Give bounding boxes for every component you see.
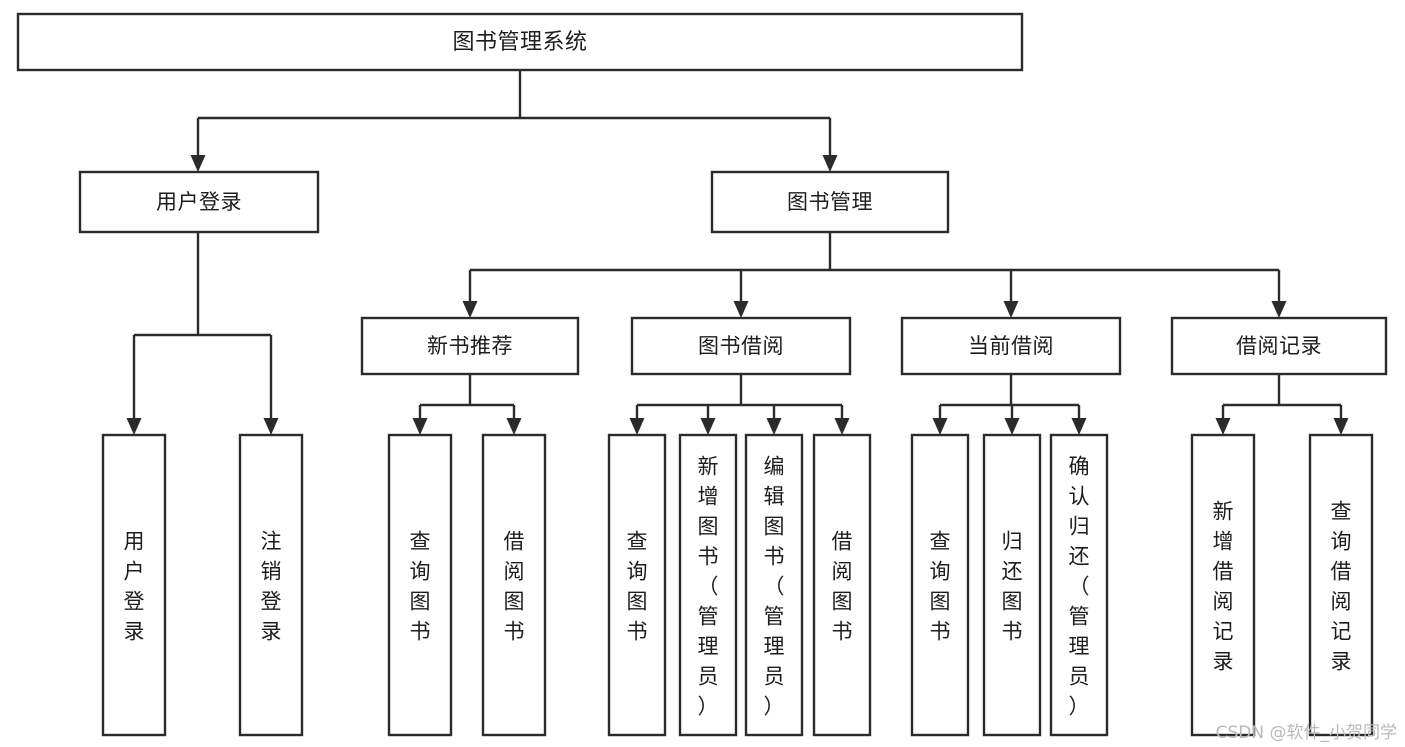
node-leaf-add-record[interactable]: 新增借阅记录 bbox=[1190, 433, 1256, 737]
arrow-leaf-query-record-head bbox=[1333, 418, 1349, 435]
arrow-leaf-query-book-1-head bbox=[412, 418, 428, 435]
node-box-leaf-borrow-book-1[interactable] bbox=[481, 433, 547, 737]
route-user-login bbox=[134, 232, 271, 337]
node-label-leaf-query-book-1: 查询图书 bbox=[410, 529, 431, 643]
node-label-leaf-user-login: 用户登录 bbox=[124, 529, 145, 643]
node-leaf-query-book-1[interactable]: 查询图书 bbox=[387, 433, 453, 737]
arrow-layer bbox=[126, 118, 1349, 435]
node-label-leaf-query-book-3: 查询图书 bbox=[930, 529, 951, 643]
node-box-leaf-user-login[interactable] bbox=[101, 433, 167, 737]
arrow-leaf-add-record-head bbox=[1215, 418, 1231, 435]
node-leaf-user-login[interactable]: 用户登录 bbox=[101, 433, 167, 737]
node-label-leaf-return-book: 归还图书 bbox=[1002, 529, 1023, 643]
arrow-current-borrow-head bbox=[1003, 301, 1019, 318]
arrow-book-borrow-head bbox=[733, 301, 749, 318]
route-borrow-record bbox=[1223, 374, 1341, 407]
node-label-book-borrow: 图书借阅 bbox=[698, 334, 784, 358]
node-box-leaf-edit-book[interactable] bbox=[744, 433, 804, 737]
node-box-leaf-logout[interactable] bbox=[238, 433, 304, 737]
node-box-book-borrow[interactable] bbox=[630, 316, 852, 376]
route-book-borrow bbox=[637, 374, 842, 407]
node-label-borrow-record: 借阅记录 bbox=[1236, 334, 1322, 358]
node-box-current-borrow[interactable] bbox=[900, 316, 1122, 376]
node-box-leaf-query-book-3[interactable] bbox=[910, 433, 970, 737]
node-label-book-manage: 图书管理 bbox=[787, 190, 873, 214]
node-label-leaf-borrow-book-2: 借阅图书 bbox=[832, 529, 853, 643]
node-leaf-logout[interactable]: 注销登录 bbox=[238, 433, 304, 737]
node-box-leaf-return-book[interactable] bbox=[982, 433, 1042, 737]
node-leaf-borrow-book-1[interactable]: 借阅图书 bbox=[481, 433, 547, 737]
node-root[interactable]: 图书管理系统 bbox=[16, 12, 1024, 72]
route-root bbox=[198, 70, 830, 120]
node-leaf-query-book-2[interactable]: 查询图书 bbox=[607, 433, 667, 737]
node-layer: 图书管理系统用户登录图书管理新书推荐图书借阅当前借阅借阅记录用户登录注销登录查询… bbox=[16, 12, 1388, 737]
node-box-user-login[interactable] bbox=[78, 170, 320, 234]
node-label-leaf-confirm-return: 确认归还（管理员） bbox=[1069, 454, 1090, 718]
node-label-leaf-borrow-book-1: 借阅图书 bbox=[504, 529, 525, 643]
arrow-leaf-borrow-book-2-head bbox=[834, 418, 850, 435]
arrow-leaf-query-book-2-head bbox=[629, 418, 645, 435]
node-box-new-book-rec[interactable] bbox=[360, 316, 580, 376]
node-label-leaf-add-record: 新增借阅记录 bbox=[1213, 499, 1234, 673]
node-box-leaf-query-book-1[interactable] bbox=[387, 433, 453, 737]
arrow-leaf-confirm-return-head bbox=[1071, 418, 1087, 435]
node-leaf-query-record[interactable]: 查询借阅记录 bbox=[1308, 433, 1374, 737]
node-box-leaf-query-record[interactable] bbox=[1308, 433, 1374, 737]
node-book-manage[interactable]: 图书管理 bbox=[710, 170, 950, 234]
node-user-login[interactable]: 用户登录 bbox=[78, 170, 320, 234]
arrow-leaf-borrow-book-1-head bbox=[506, 418, 522, 435]
route-new-book-rec bbox=[420, 374, 514, 407]
node-box-leaf-query-book-2[interactable] bbox=[607, 433, 667, 737]
node-box-leaf-borrow-book-2[interactable] bbox=[812, 433, 872, 737]
arrow-leaf-query-book-3-head bbox=[932, 418, 948, 435]
node-label-leaf-edit-book: 编辑图书（管理员） bbox=[764, 454, 785, 718]
node-leaf-add-book[interactable]: 新增图书（管理员） bbox=[678, 433, 738, 737]
node-box-leaf-add-book[interactable] bbox=[678, 433, 738, 737]
node-box-leaf-confirm-return[interactable] bbox=[1049, 433, 1109, 737]
arrow-leaf-logout-head bbox=[263, 418, 279, 435]
node-label-leaf-query-record: 查询借阅记录 bbox=[1331, 499, 1352, 673]
node-new-book-rec[interactable]: 新书推荐 bbox=[360, 316, 580, 376]
node-box-book-manage[interactable] bbox=[710, 170, 950, 234]
node-leaf-edit-book[interactable]: 编辑图书（管理员） bbox=[744, 433, 804, 737]
node-label-leaf-query-book-2: 查询图书 bbox=[627, 529, 648, 643]
node-leaf-confirm-return[interactable]: 确认归还（管理员） bbox=[1049, 433, 1109, 737]
arrow-user-login-head bbox=[190, 155, 206, 172]
node-current-borrow[interactable]: 当前借阅 bbox=[900, 316, 1122, 376]
route-current-borrow bbox=[940, 374, 1079, 407]
arrow-leaf-add-book-head bbox=[700, 418, 716, 435]
connector-layer bbox=[134, 70, 1341, 407]
node-leaf-borrow-book-2[interactable]: 借阅图书 bbox=[812, 433, 872, 737]
route-book-manage bbox=[470, 232, 1279, 272]
arrow-leaf-user-login-head bbox=[126, 418, 142, 435]
node-box-root[interactable] bbox=[16, 12, 1024, 72]
node-leaf-return-book[interactable]: 归还图书 bbox=[982, 433, 1042, 737]
arrow-book-manage-head bbox=[822, 155, 838, 172]
node-label-new-book-rec: 新书推荐 bbox=[427, 334, 513, 358]
node-label-user-login: 用户登录 bbox=[156, 190, 242, 214]
node-label-leaf-add-book: 新增图书（管理员） bbox=[698, 454, 719, 718]
node-book-borrow[interactable]: 图书借阅 bbox=[630, 316, 852, 376]
node-label-leaf-logout: 注销登录 bbox=[261, 529, 282, 643]
node-label-current-borrow: 当前借阅 bbox=[968, 334, 1054, 358]
node-leaf-query-book-3[interactable]: 查询图书 bbox=[910, 433, 970, 737]
node-box-borrow-record[interactable] bbox=[1170, 316, 1388, 376]
node-borrow-record[interactable]: 借阅记录 bbox=[1170, 316, 1388, 376]
arrow-borrow-record-head bbox=[1271, 301, 1287, 318]
node-label-root: 图书管理系统 bbox=[452, 30, 587, 55]
arrow-leaf-edit-book-head bbox=[766, 418, 782, 435]
arrow-new-book-rec-head bbox=[462, 301, 478, 318]
node-box-leaf-add-record[interactable] bbox=[1190, 433, 1256, 737]
arrow-leaf-return-book-head bbox=[1004, 418, 1020, 435]
